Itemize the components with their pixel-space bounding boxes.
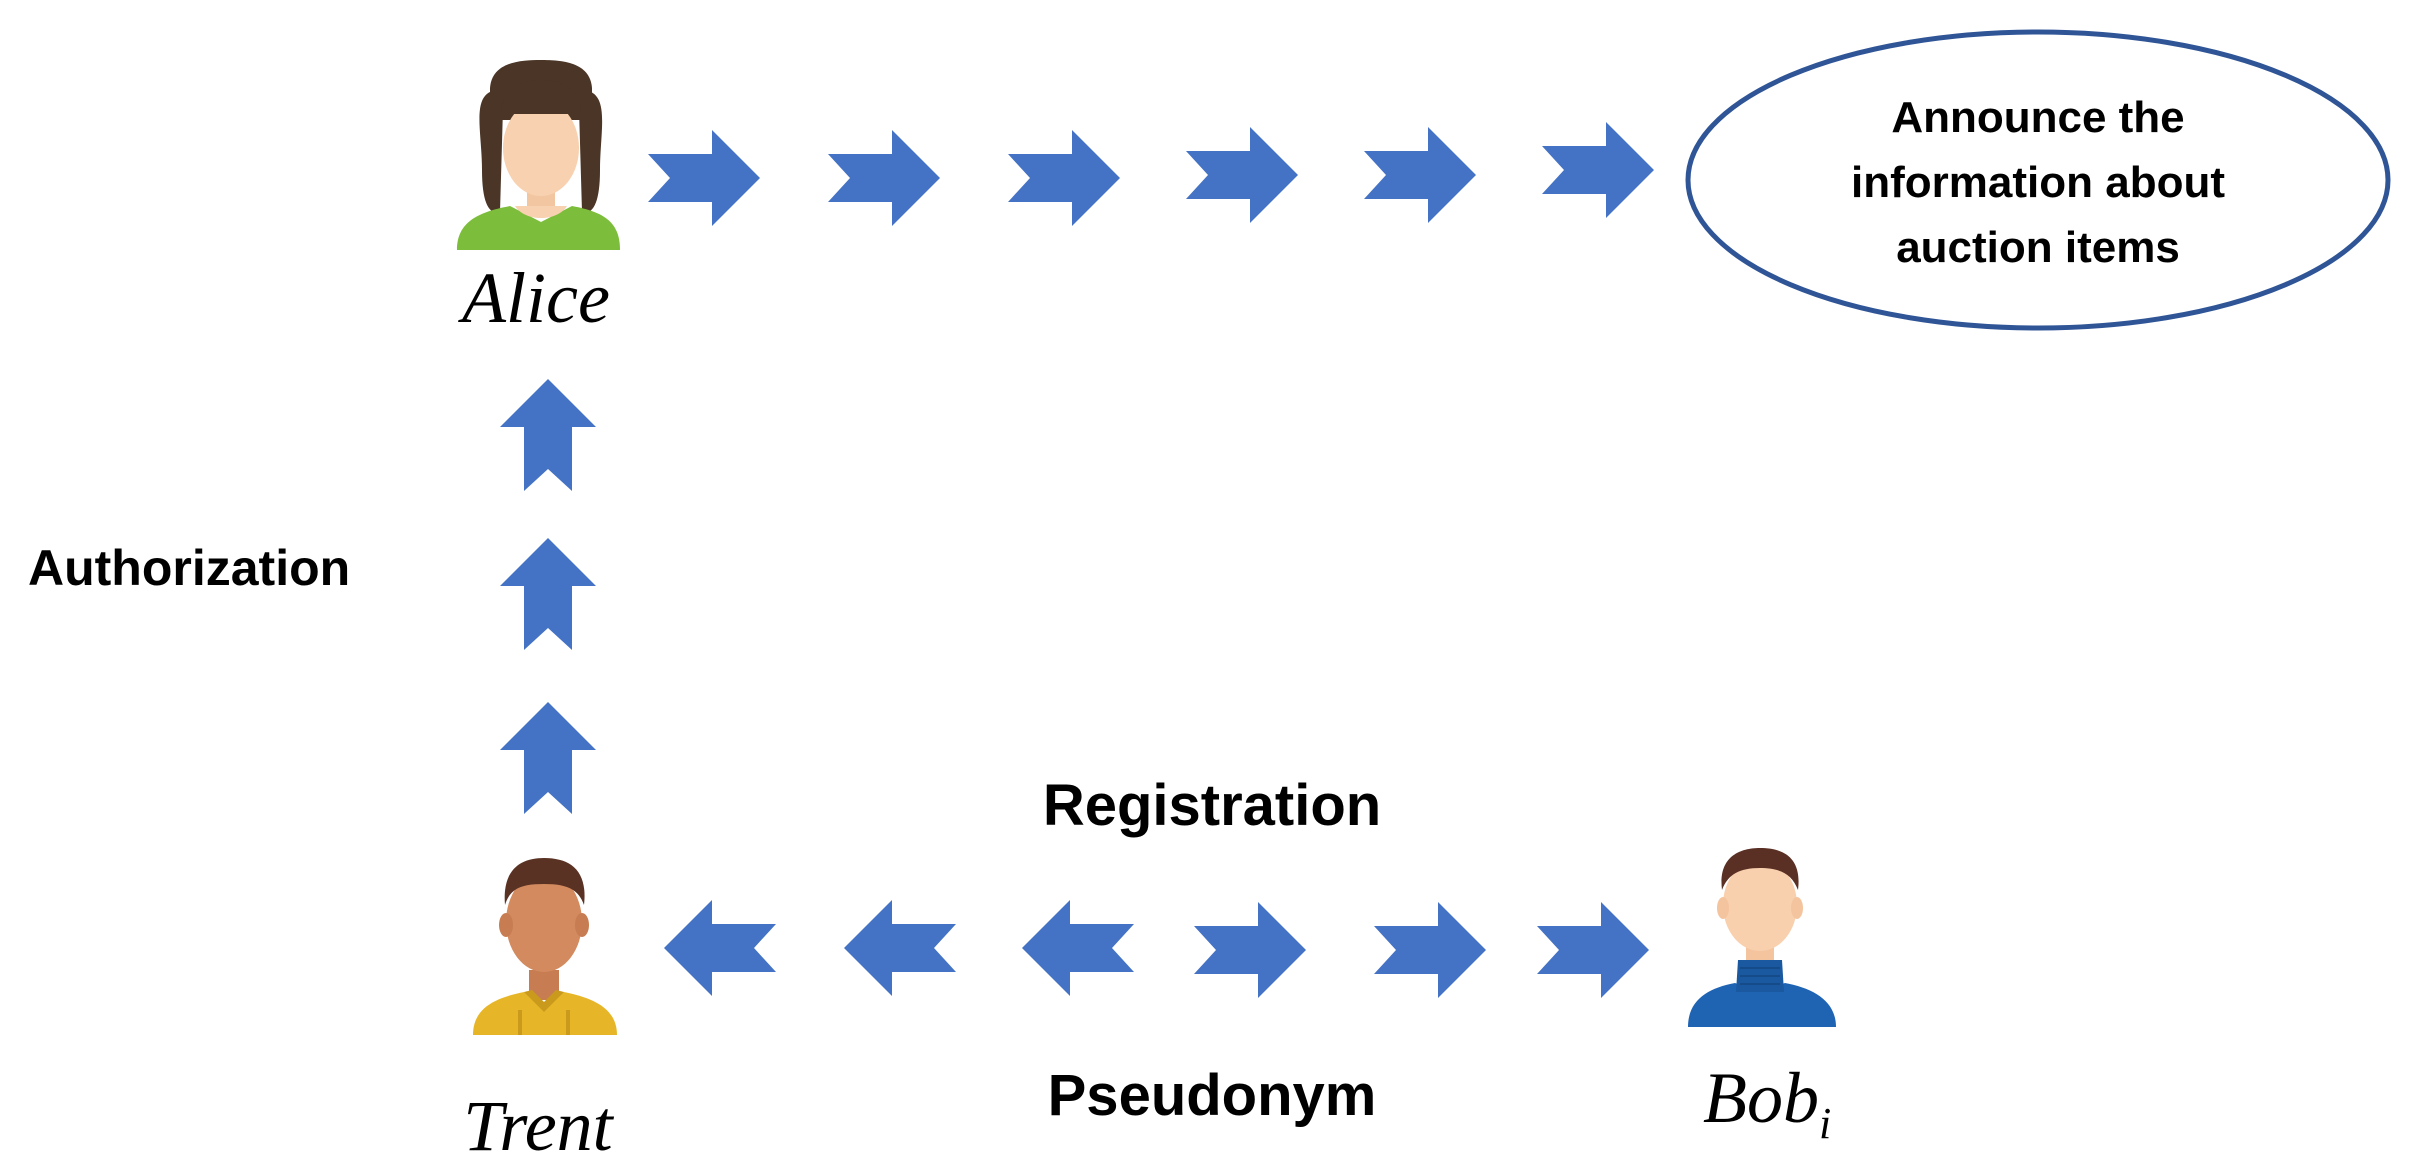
- right-arrow-2: [828, 130, 940, 226]
- announce-line-3: auction items: [1896, 223, 2180, 272]
- up-arrow-2: [500, 538, 596, 650]
- right-arrow-8: [1374, 902, 1486, 998]
- left-arrow-3: [1022, 900, 1134, 996]
- right-arrow-7: [1194, 902, 1306, 998]
- pseudonym-label: Pseudonym: [1048, 1063, 1377, 1128]
- trent-avatar-icon: [473, 858, 617, 1035]
- up-arrow-1: [500, 702, 596, 814]
- left-arrow-1: [664, 900, 776, 996]
- alice-avatar-icon: [457, 60, 620, 250]
- bob-name-subscript: i: [1819, 1099, 1831, 1148]
- alice-name: Alice: [458, 258, 610, 338]
- bob-name-base: Bob: [1703, 1058, 1819, 1138]
- authorization-label: Authorization: [28, 540, 350, 596]
- pseudonym-arrows: [1194, 902, 1649, 998]
- trent-name: Trent: [463, 1086, 614, 1166]
- bob-avatar-icon: [1688, 848, 1836, 1027]
- registration-arrows: [664, 900, 1134, 996]
- right-arrow-3: [1008, 130, 1120, 226]
- right-arrow-1: [648, 130, 760, 226]
- left-arrow-2: [844, 900, 956, 996]
- announce-node: Announce the information about auction i…: [1685, 29, 2391, 331]
- announce-ellipse: [1685, 29, 2391, 331]
- right-arrow-4: [1186, 127, 1298, 223]
- up-arrow-3: [500, 379, 596, 491]
- right-arrow-6: [1542, 122, 1654, 218]
- announce-line-1: Announce the: [1891, 93, 2184, 142]
- right-arrow-5: [1364, 127, 1476, 223]
- authorization-arrows: [500, 379, 596, 814]
- announce-line-2: information about: [1851, 158, 2225, 207]
- bob-name: Bobi: [1703, 1058, 1831, 1148]
- registration-label: Registration: [1043, 773, 1381, 838]
- right-arrow-9: [1537, 902, 1649, 998]
- alice-to-announce-arrows: [648, 122, 1654, 226]
